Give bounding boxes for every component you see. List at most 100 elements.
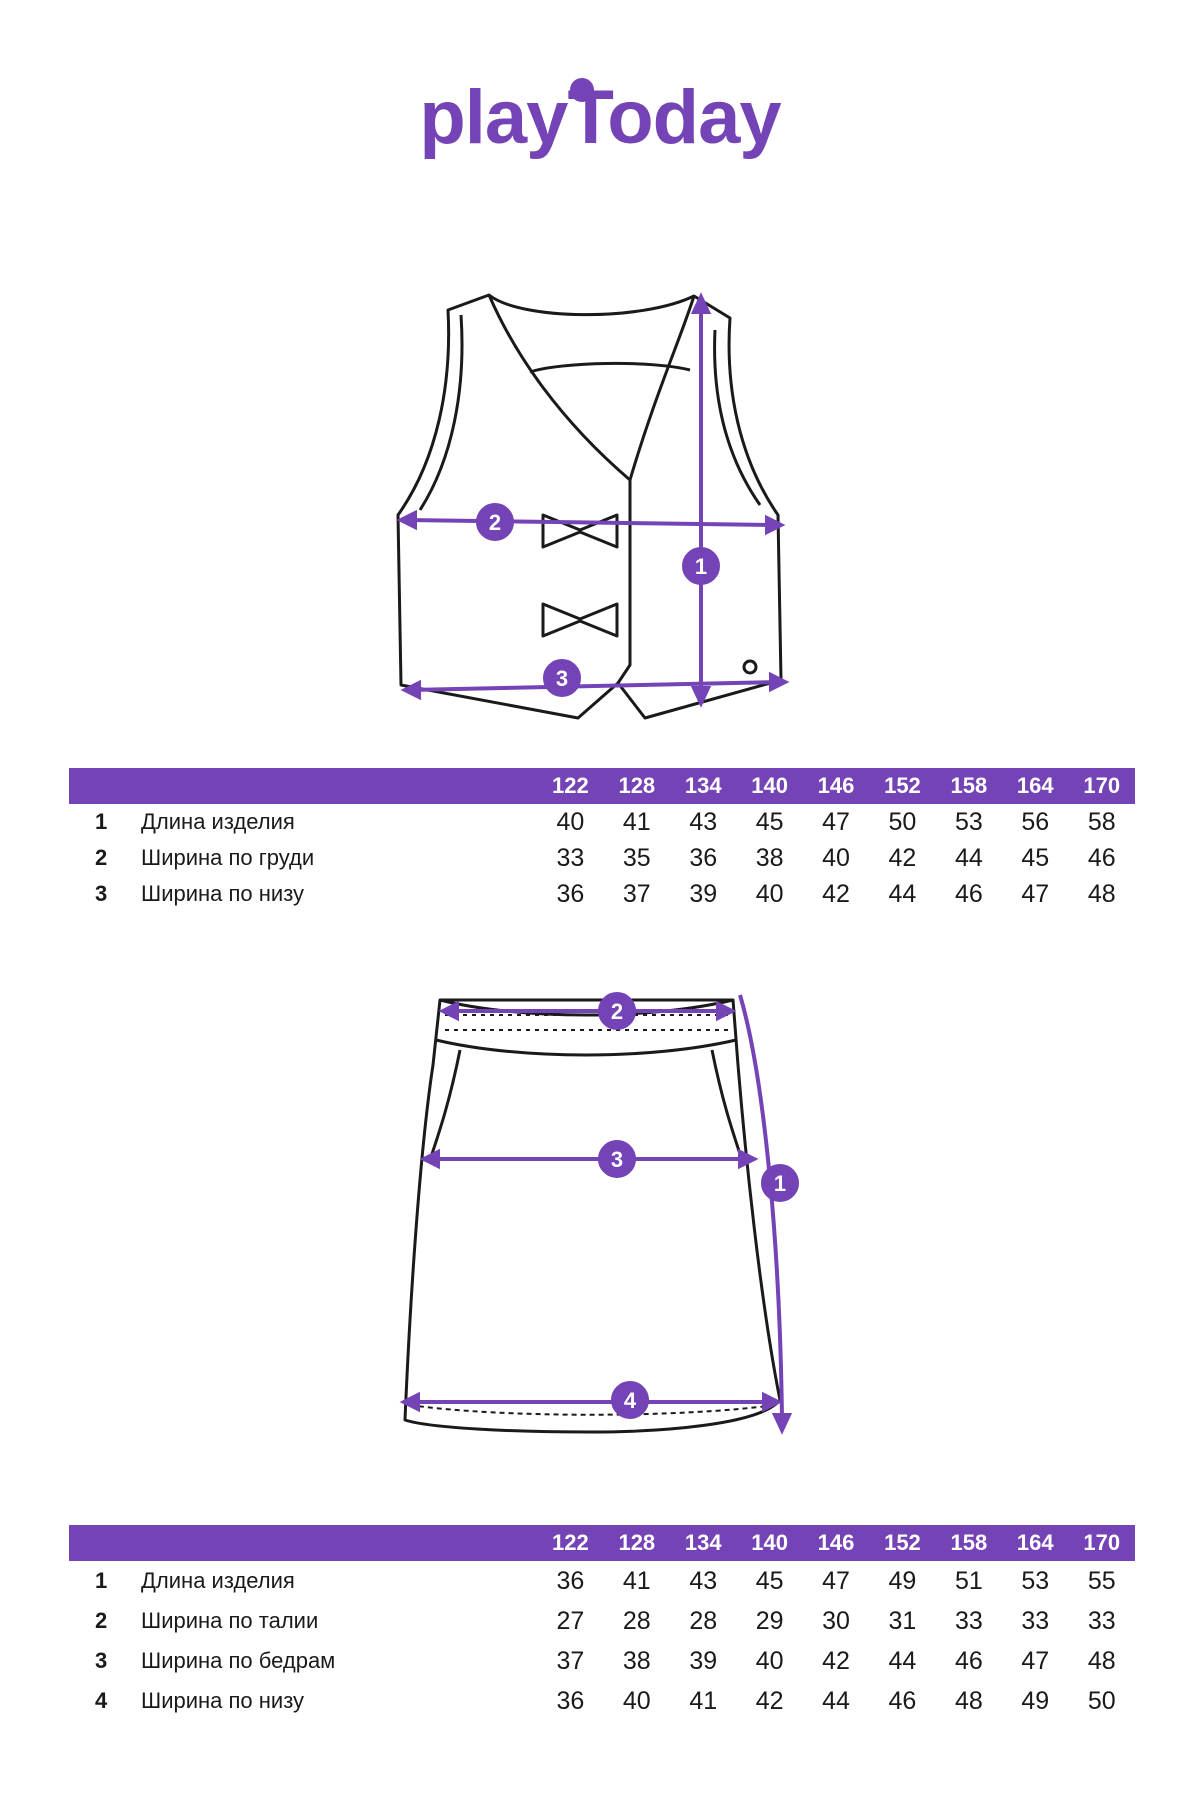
measurement-value: 38 — [622, 1646, 651, 1675]
table-row: 1 Длина изделия 40 41 43 45 47 50 53 56 … — [69, 804, 1135, 840]
skirt-marker-1: 1 — [774, 1171, 786, 1196]
size-header: 122 — [537, 1525, 604, 1561]
measurement-value: 40 — [556, 807, 585, 836]
measurement-value: 56 — [1021, 807, 1050, 836]
size-header: 140 — [736, 768, 803, 804]
measurement-value: 53 — [954, 807, 983, 836]
measurement-value: 40 — [755, 879, 784, 908]
measurement-value: 48 — [954, 1686, 983, 1715]
measurement-value: 42 — [888, 843, 917, 872]
measurement-name: Ширина по низу — [141, 1688, 305, 1713]
measurement-value: 44 — [822, 1686, 850, 1715]
measurement-value: 36 — [556, 1686, 585, 1715]
measurement-value: 47 — [1021, 1646, 1050, 1675]
measurement-value: 41 — [622, 807, 651, 836]
vest-marker-1: 1 — [695, 554, 707, 579]
measurement-value: 33 — [954, 1606, 983, 1635]
size-header: 134 — [670, 1525, 737, 1561]
measurement-value: 48 — [1087, 879, 1116, 908]
measurement-value: 33 — [1087, 1606, 1116, 1635]
measurement-value: 37 — [622, 879, 651, 908]
measurement-value: 41 — [622, 1566, 651, 1595]
size-header: 128 — [603, 1525, 671, 1561]
size-header: 146 — [802, 768, 870, 804]
measurement-name: Ширина по бедрам — [141, 1648, 336, 1673]
measurement-value: 40 — [822, 843, 850, 872]
skirt-size-table: 122 128 134 140 146 152 158 164 170 1 Дл… — [69, 1525, 1135, 1721]
measurement-value: 44 — [888, 1646, 917, 1675]
measurement-name: Ширина по низу — [141, 881, 305, 906]
measurement-value: 47 — [822, 807, 850, 836]
measurement-value: 28 — [622, 1606, 651, 1635]
measurement-value: 51 — [954, 1566, 983, 1595]
measurement-value: 33 — [556, 843, 585, 872]
measurement-value: 44 — [954, 843, 983, 872]
measurement-value: 45 — [755, 807, 784, 836]
measurement-value: 53 — [1021, 1566, 1050, 1595]
measurement-name: Длина изделия — [141, 1568, 295, 1593]
table-header-row: 122 128 134 140 146 152 158 164 170 — [69, 1525, 1135, 1561]
row-number: 4 — [95, 1688, 108, 1713]
measurement-value: 30 — [822, 1606, 850, 1635]
size-header: 170 — [1068, 1525, 1135, 1561]
measurement-value: 38 — [755, 843, 784, 872]
measurement-value: 36 — [556, 1566, 585, 1595]
size-header: 164 — [1002, 1525, 1069, 1561]
measurement-value: 41 — [689, 1686, 718, 1715]
row-number: 2 — [95, 845, 108, 870]
measurement-value: 37 — [556, 1646, 585, 1675]
measurement-value: 43 — [689, 807, 718, 836]
logo-text: playToday — [419, 75, 781, 160]
size-header: 134 — [670, 768, 737, 804]
row-number: 1 — [95, 1568, 108, 1593]
skirt-marker-3: 3 — [611, 1147, 623, 1172]
measurement-value: 58 — [1087, 807, 1116, 836]
vest-drawing: 2 1 3 — [396, 292, 790, 720]
size-header: 164 — [1002, 768, 1069, 804]
measurement-value: 46 — [954, 879, 983, 908]
logo-dot — [570, 78, 594, 102]
measurement-value: 46 — [888, 1686, 917, 1715]
measurement-value: 40 — [755, 1646, 784, 1675]
size-header: 122 — [537, 768, 604, 804]
size-header: 158 — [935, 1525, 1003, 1561]
header-spacer — [141, 768, 538, 804]
measurement-value: 46 — [954, 1646, 983, 1675]
measurement-value: 28 — [689, 1606, 718, 1635]
vest-marker-3: 3 — [556, 666, 568, 691]
measurement-value: 36 — [556, 879, 585, 908]
table-row: 3 Ширина по бедрам 37 38 39 40 42 44 46 … — [69, 1641, 1135, 1681]
measurement-value: 47 — [1021, 879, 1050, 908]
measurement-value: 31 — [888, 1606, 917, 1635]
row-number: 2 — [95, 1608, 108, 1633]
header-spacer — [69, 768, 142, 804]
size-header: 152 — [869, 1525, 936, 1561]
size-header: 152 — [869, 768, 936, 804]
table-row: 1 Длина изделия 36 41 43 45 47 49 51 53 … — [69, 1561, 1135, 1601]
table-header-row: 122 128 134 140 146 152 158 164 170 — [69, 768, 1135, 804]
measurement-value: 49 — [888, 1566, 917, 1595]
table-row: 2 Ширина по талии 27 28 28 29 30 31 33 3… — [69, 1601, 1135, 1641]
size-header: 146 — [802, 1525, 870, 1561]
measurement-value: 39 — [689, 879, 718, 908]
measurement-value: 42 — [822, 879, 850, 908]
measurement-value: 42 — [822, 1646, 850, 1675]
vest-marker-2: 2 — [489, 510, 501, 535]
measurement-value: 36 — [689, 843, 718, 872]
measurement-value: 42 — [755, 1686, 784, 1715]
measurement-value: 50 — [888, 807, 917, 836]
skirt-marker-4: 4 — [624, 1388, 637, 1413]
measurement-name: Ширина по груди — [141, 845, 315, 870]
measurement-value: 44 — [888, 879, 917, 908]
measurement-value: 33 — [1021, 1606, 1050, 1635]
measurement-value: 45 — [755, 1566, 784, 1595]
size-header: 140 — [736, 1525, 803, 1561]
measurement-value: 48 — [1087, 1646, 1116, 1675]
measurement-value: 49 — [1021, 1686, 1050, 1715]
row-number: 3 — [95, 881, 108, 906]
measurement-value: 35 — [622, 843, 651, 872]
brand-logo: playToday — [0, 80, 1200, 156]
header-spacer — [141, 1525, 538, 1561]
skirt-marker-2: 2 — [611, 999, 623, 1024]
measurement-name: Ширина по талии — [141, 1608, 319, 1633]
